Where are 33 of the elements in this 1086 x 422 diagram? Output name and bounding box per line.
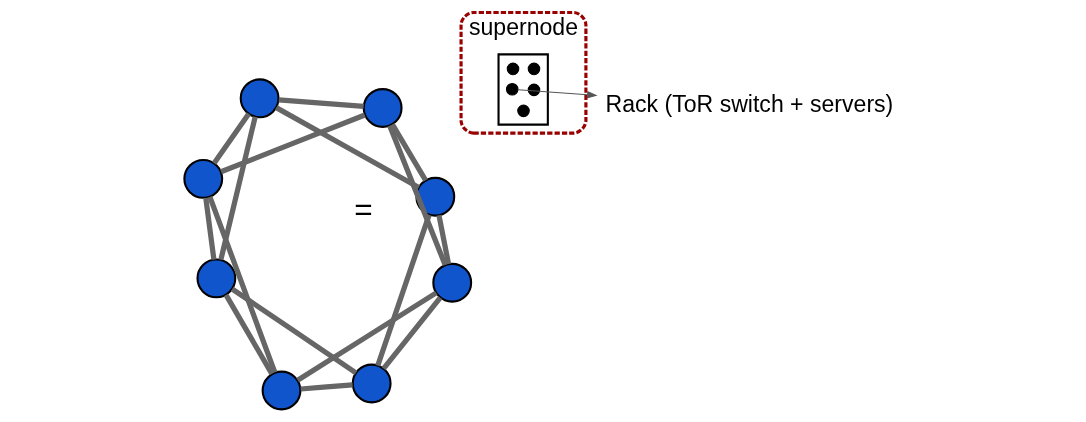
cluster — [497, 53, 549, 126]
connector — [435, 214, 451, 265]
connector — [219, 112, 366, 175]
connector — [206, 195, 277, 374]
node-circle — [527, 83, 540, 97]
node-circle — [195, 258, 236, 299]
connector — [223, 293, 274, 376]
node-circle — [182, 158, 223, 199]
node-circle — [362, 88, 403, 128]
connector — [374, 214, 432, 367]
node-circle — [506, 62, 519, 76]
node-circle — [261, 370, 301, 411]
node-circle — [351, 363, 392, 404]
node-circle — [505, 83, 518, 96]
connector — [211, 112, 251, 165]
node-circle — [516, 104, 530, 118]
connector — [381, 296, 442, 371]
arrow — [517, 89, 598, 99]
connector — [202, 197, 216, 260]
connector — [299, 382, 353, 392]
connector — [389, 123, 428, 182]
label: = — [353, 192, 373, 228]
node-circle — [414, 176, 455, 217]
connector — [217, 116, 258, 261]
node-circle — [431, 262, 472, 303]
connector — [230, 286, 357, 375]
connector — [295, 290, 438, 383]
node-circle — [239, 78, 280, 119]
connector — [278, 97, 364, 110]
connector — [386, 124, 448, 266]
node-circle — [527, 62, 540, 76]
node-text: Rack (ToR switch + servers) — [605, 91, 893, 118]
connector — [274, 105, 420, 190]
